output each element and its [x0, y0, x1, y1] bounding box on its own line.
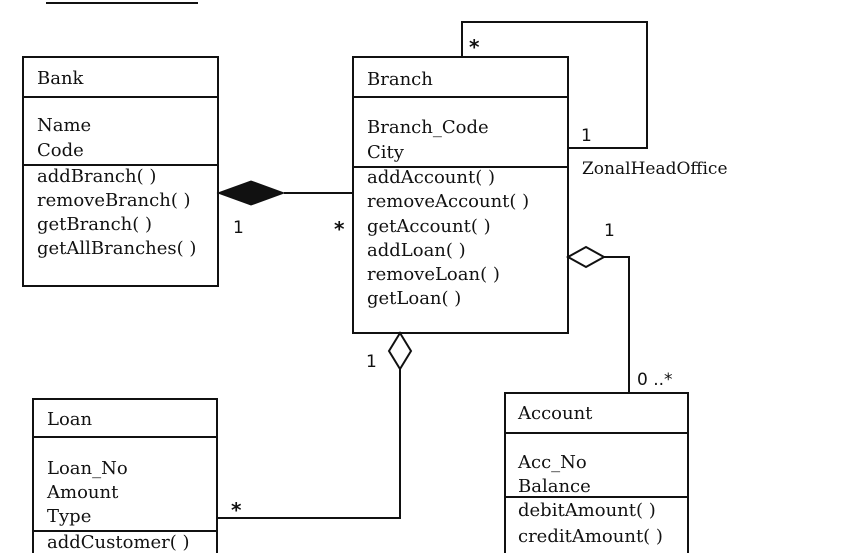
class-bank-attribute: Code [37, 140, 84, 161]
class-branch-method: getLoan( ) [367, 288, 461, 309]
self-association-line [461, 21, 648, 149]
aggregation-diamond-loan [387, 331, 413, 371]
aggregation-line-loan [217, 369, 401, 519]
class-account-title: Account [517, 403, 593, 424]
class-account-attribute: Balance [518, 476, 591, 497]
multiplicity-bank-end: 1 [233, 218, 244, 238]
class-branch-method: getAccount( ) [367, 216, 491, 237]
aggregation-line-account [604, 256, 630, 393]
class-account-method: creditAmount( ) [518, 526, 663, 547]
class-bank-method: removeBranch( ) [37, 190, 191, 211]
class-bank-box [22, 56, 219, 287]
association-branch-account: 1 0 ..* [565, 221, 673, 393]
association-branch-loan: 1 * [217, 331, 413, 522]
class-loan-attribute: Amount [46, 482, 119, 503]
class-loan-attribute: Loan_No [47, 458, 128, 479]
class-branch-method: removeLoan( ) [367, 264, 500, 285]
class-branch-method: addLoan( ) [367, 240, 466, 261]
multiplicity-zonal-top: * [469, 35, 480, 59]
class-bank-attribute: Name [37, 115, 91, 136]
class-bank: Bank Name Code addBranch( ) removeBranch… [22, 56, 219, 287]
class-account-attribute: Acc_No [517, 452, 587, 473]
composition-diamond [216, 180, 286, 206]
association-bank-branch: 1 * [216, 180, 353, 241]
aggregation-diamond-account [565, 245, 607, 269]
association-label-zonal: ZonalHeadOffice [582, 159, 728, 179]
class-branch-method: removeAccount( ) [367, 191, 529, 212]
class-branch-method: addAccount( ) [367, 167, 495, 188]
class-branch-attribute: Branch_Code [367, 117, 489, 138]
class-bank-method: addBranch( ) [37, 166, 156, 187]
multiplicity-branch-account-bottom: 0 ..* [637, 370, 673, 390]
class-bank-method: getAllBranches( ) [37, 238, 196, 259]
class-loan-attribute: Type [47, 506, 91, 527]
multiplicity-branch-loan-top: 1 [366, 352, 377, 372]
class-branch-attribute: City [367, 142, 405, 163]
class-branch: Branch Branch_Code City addAccount( ) re… [352, 56, 569, 334]
multiplicity-branch-end: * [334, 217, 345, 241]
class-bank-method: getBranch( ) [37, 214, 152, 235]
class-loan-title: Loan [47, 409, 93, 430]
class-account: Account Acc_No Balance debitAmount( ) cr… [504, 392, 689, 553]
class-account-method: debitAmount( ) [518, 500, 656, 521]
class-loan-box [32, 398, 218, 553]
multiplicity-zonal-side: 1 [581, 126, 592, 146]
class-account-box [504, 392, 689, 553]
multiplicity-branch-account-top: 1 [604, 221, 615, 241]
class-loan: Loan Loan_No Amount Type addCustomer( ) [32, 398, 218, 553]
class-loan-method: addCustomer( ) [47, 532, 190, 553]
class-branch-box [352, 56, 569, 334]
association-zonal-head-office: * 1 ZonalHeadOffice [461, 21, 728, 179]
multiplicity-branch-loan-bottom: * [231, 498, 242, 522]
class-bank-title: Bank [37, 68, 85, 89]
class-branch-title: Branch [367, 69, 433, 90]
